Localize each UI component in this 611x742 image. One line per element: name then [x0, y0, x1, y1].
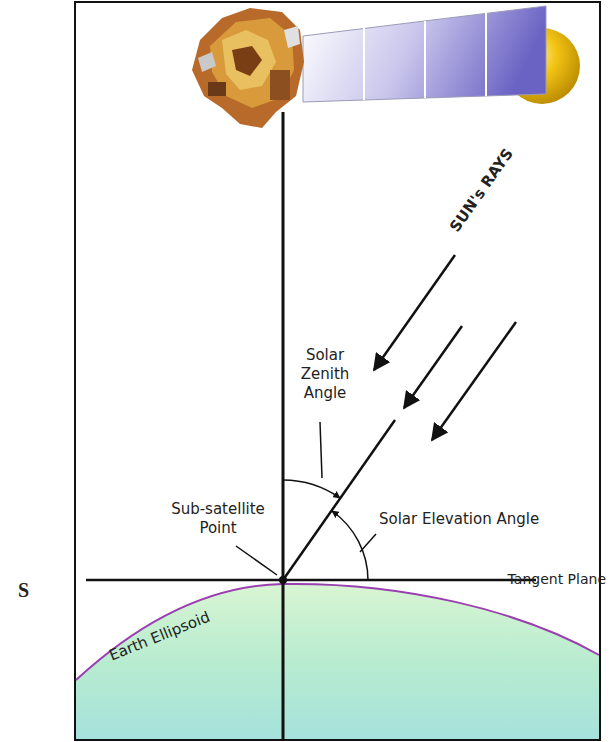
sun-ray-line	[283, 420, 395, 580]
sun-ray-arrow	[374, 255, 455, 370]
earth-body	[76, 584, 599, 739]
stray-letter: S	[18, 578, 29, 603]
panel-dividers	[364, 13, 486, 100]
plane-label: Tangent Plane	[508, 571, 606, 589]
sun-ray-arrow	[432, 322, 516, 440]
frame	[75, 2, 600, 740]
zenith-angle-arc	[283, 480, 340, 498]
sun-ray-arrow	[404, 326, 462, 408]
zenith-line	[282, 112, 285, 740]
angle-label: Solar Zenith Angle	[296, 346, 354, 402]
point-label: Sub-satellite Point	[166, 500, 270, 538]
leader-line	[236, 546, 277, 575]
leader-line	[320, 422, 322, 478]
tangent-plane-line	[86, 579, 536, 582]
angle-label: Solar Elevation Angle	[379, 510, 539, 529]
elevation-angle-arc	[332, 511, 368, 580]
satellite-body	[192, 8, 304, 128]
earth-edge	[76, 584, 599, 680]
solar-panel	[303, 6, 546, 102]
leader-line	[360, 534, 376, 552]
